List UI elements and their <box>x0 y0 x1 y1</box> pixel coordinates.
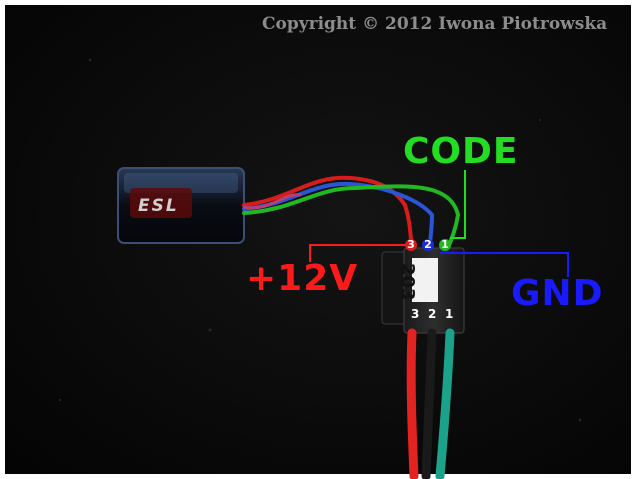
copyright-text: Copyright © 2012 Iwona Piotrowska <box>262 14 608 34</box>
bottom-pin-2: 2 <box>428 307 437 321</box>
esl-logo: ESL <box>138 196 179 216</box>
esl-module <box>117 167 245 244</box>
top-pin-3: 3 <box>407 238 415 251</box>
ground-leader-line <box>440 252 569 277</box>
connector-id: 203 <box>397 263 418 301</box>
top-pin-1: 1 <box>441 238 449 251</box>
ground-label: GND <box>511 273 604 314</box>
code-label: CODE <box>403 131 519 172</box>
bottom-pin-1: 1 <box>445 307 454 321</box>
power-leader-line <box>309 244 410 262</box>
code-leader-line <box>450 170 466 239</box>
connector <box>381 247 465 334</box>
background <box>5 5 631 474</box>
background-specks <box>59 58 582 422</box>
bottom-pin-3: 3 <box>411 307 420 321</box>
pin-dots <box>405 239 451 251</box>
power-label: +12V <box>246 258 359 299</box>
output-wires <box>406 328 455 479</box>
top-pin-2: 2 <box>424 238 432 251</box>
twisted-cable <box>242 175 460 217</box>
leader-lines <box>309 170 569 277</box>
